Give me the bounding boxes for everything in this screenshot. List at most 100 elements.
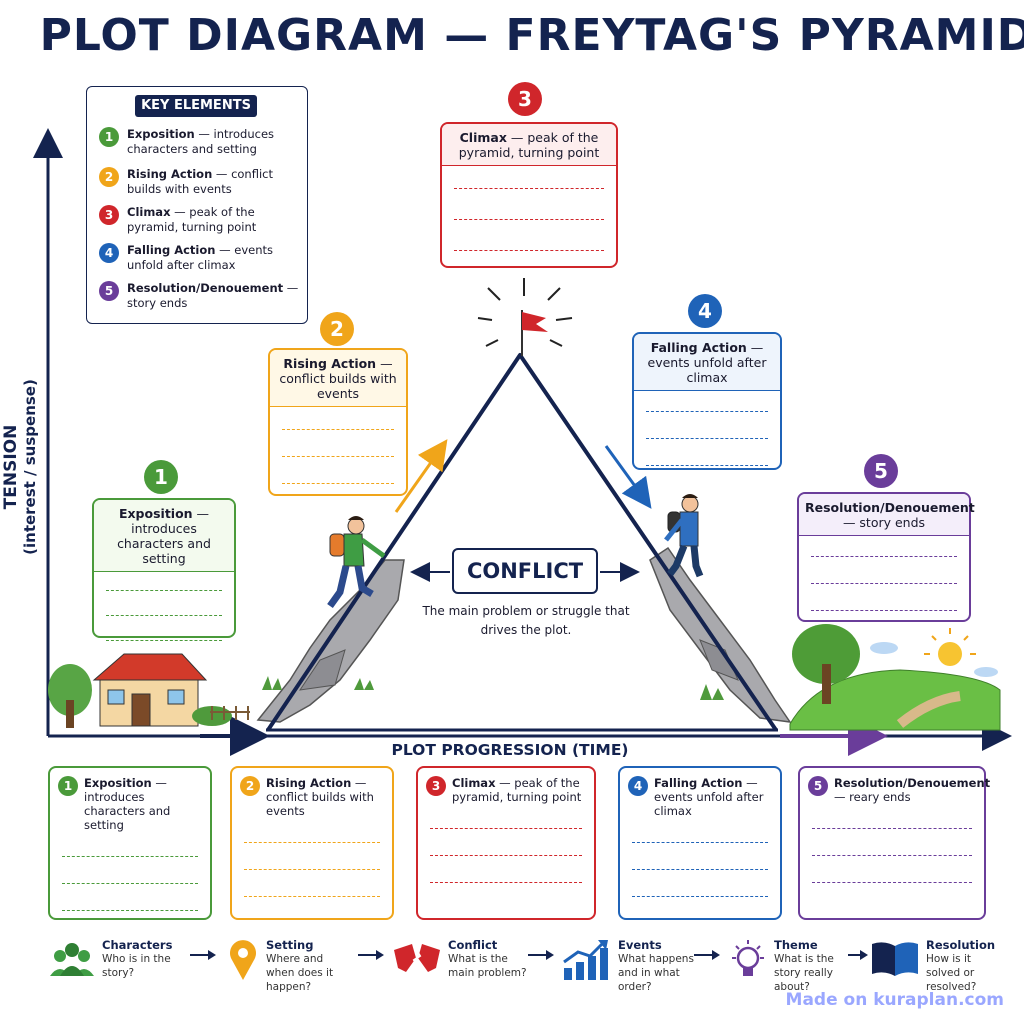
key-item: 3 Climax — peak of the pyramid, turning … [99,205,299,235]
writing-line[interactable] [632,869,768,870]
writing-line[interactable] [632,896,768,897]
footer-desc: What is the story really about? [774,953,834,993]
y-axis-title: TENSION [1,424,21,510]
key-title: KEY ELEMENTS [135,95,257,117]
writing-line[interactable] [454,219,604,220]
number-badge: 5 [99,281,119,301]
stage-desc: — introduces characters and setting [117,506,211,566]
falling-action-box: Falling Action — events unfold after cli… [632,332,782,470]
stage-name: Resolution/Denouement [805,500,975,515]
writing-line[interactable] [646,411,768,412]
stage-badge-falling: 4 [688,294,722,328]
writing-line[interactable] [244,842,380,843]
writing-line[interactable] [811,556,957,557]
writing-line[interactable] [430,828,582,829]
climber-right [664,494,704,578]
stage-badge-exposition: 1 [144,460,178,494]
writing-line[interactable] [430,882,582,883]
footer-title: Theme [774,938,818,952]
writing-line[interactable] [812,882,972,883]
stage-desc: — events unfold after climax [647,340,767,385]
stage-name: Climax [459,130,507,145]
footer-item-setting: Setting Where and when does it happen? [226,938,352,994]
footer-item-events: Events What happens and in what order? [562,938,712,994]
location-pin-icon [230,940,256,980]
number-badge: 2 [240,776,260,796]
writing-line[interactable] [282,429,394,430]
stage-name: Rising Action [283,356,377,371]
writing-line[interactable] [106,615,222,616]
rising-arrow [394,439,448,513]
footer-desc: Who is in the story? [102,953,171,979]
exposition-box: Exposition — introduces characters and s… [92,498,236,641]
key-item-name: Resolution/Denouement [127,281,284,295]
y-axis-subtitle: (interest / suspense) [21,379,39,555]
key-elements-panel: KEY ELEMENTS 1 Exposition — introduces c… [86,86,308,324]
number-badge: 5 [808,776,828,796]
flag [522,312,548,332]
house [48,653,250,728]
arrow-right-icon [190,950,216,960]
key-item-name: Rising Action [127,167,213,181]
stage-badge-resolution: 5 [864,454,898,488]
key-item-desc: — events unfold after climax [127,243,273,272]
footer-item-conflict: Conflict What is the main problem? [392,938,532,980]
key-item-name: Falling Action [127,243,216,257]
stage-desc: — conflict builds with events [279,356,397,401]
number-badge: 3 [426,776,446,796]
writing-line[interactable] [646,438,768,439]
footer-desc: What is the main problem? [448,953,527,979]
flag-rays [477,278,573,347]
lightbulb-icon [732,940,764,976]
conflict-description: The main problem or struggle that drives… [422,604,630,637]
stage-desc: — peak of the pyramid, turning point [458,130,600,160]
writing-line[interactable] [106,590,222,591]
landscape [789,624,1001,731]
writing-line[interactable] [282,483,394,484]
footer-item-resolution: Resolution How is it solved or resolved? [870,938,1000,994]
writing-line[interactable] [454,250,604,251]
falling-arrow [604,445,652,509]
writing-line[interactable] [646,465,768,466]
stage-desc: — story ends [842,515,926,530]
writing-line[interactable] [106,640,222,641]
number-badge: 2 [99,167,119,187]
stage-desc: — events unfold after climax [654,776,764,818]
writing-line[interactable] [811,610,957,611]
stage-name: Rising Action [266,776,352,790]
writing-line[interactable] [812,855,972,856]
writing-line[interactable] [632,842,768,843]
stage-badge-climax: 3 [508,82,542,116]
writing-line[interactable] [244,896,380,897]
writing-line[interactable] [812,828,972,829]
conflict-label: CONFLICT [452,548,598,594]
number-badge: 1 [99,127,119,147]
writing-line[interactable] [62,856,198,857]
y-axis-label: TENSION (interest / suspense) [1,317,62,617]
resolution-box: Resolution/Denouement — story ends [797,492,975,622]
footer-title: Events [618,938,662,952]
grass-tufts [262,676,724,700]
footer-title: Setting [266,938,314,952]
x-axis-label: PLOT PROGRESSION (TIME) [391,741,629,759]
key-item-desc: — conflict builds with events [127,167,273,196]
writing-line[interactable] [282,456,394,457]
key-item-desc: — story ends [127,281,299,310]
stage-name: Resolution/Denouement [834,776,991,790]
stage-name: Exposition [84,776,152,790]
writing-line[interactable] [454,188,604,189]
page-title: PLOT DIAGRAM — FREYTAG'S PYRAMID [39,10,1024,61]
stage-name: Exposition [118,506,193,521]
writing-line[interactable] [62,883,198,884]
credit-link[interactable]: Made on kuraplan.com [785,990,1004,1010]
writing-line[interactable] [811,583,957,584]
key-item: 1 Exposition — introduces characters and… [99,127,299,157]
writing-line[interactable] [62,910,198,911]
writing-line[interactable] [430,855,582,856]
writing-line[interactable] [244,869,380,870]
